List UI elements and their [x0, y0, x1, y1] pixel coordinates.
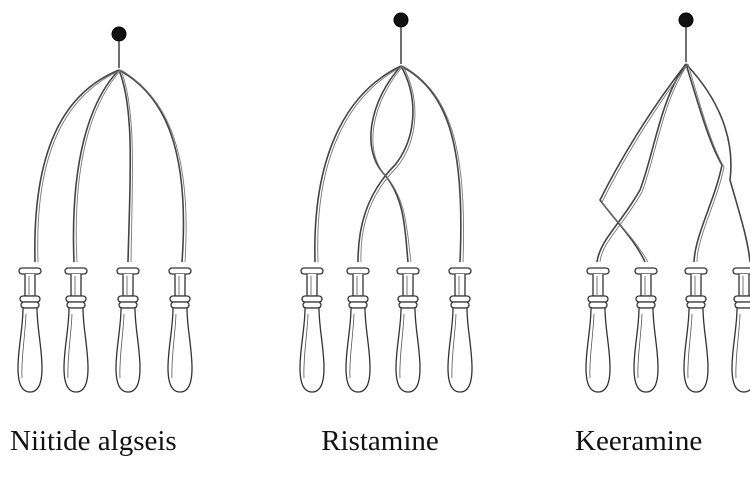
caption-initial: Niitide algseis [10, 425, 260, 458]
bobbins-initial [18, 268, 192, 392]
bobbins-cross [300, 268, 472, 392]
threads-twist [597, 64, 750, 262]
pin-icon [112, 27, 126, 68]
caption-cross: Ristamine [290, 425, 470, 458]
bobbins-twist [586, 268, 750, 392]
panel-cross [300, 13, 472, 392]
threads-cross [315, 66, 464, 262]
threads-initial [35, 70, 186, 262]
pin-icon [679, 13, 693, 62]
caption-twist: Keeramine [575, 425, 750, 458]
pin-icon [394, 13, 408, 64]
panel-initial [18, 27, 192, 392]
panel-twist [586, 13, 750, 392]
